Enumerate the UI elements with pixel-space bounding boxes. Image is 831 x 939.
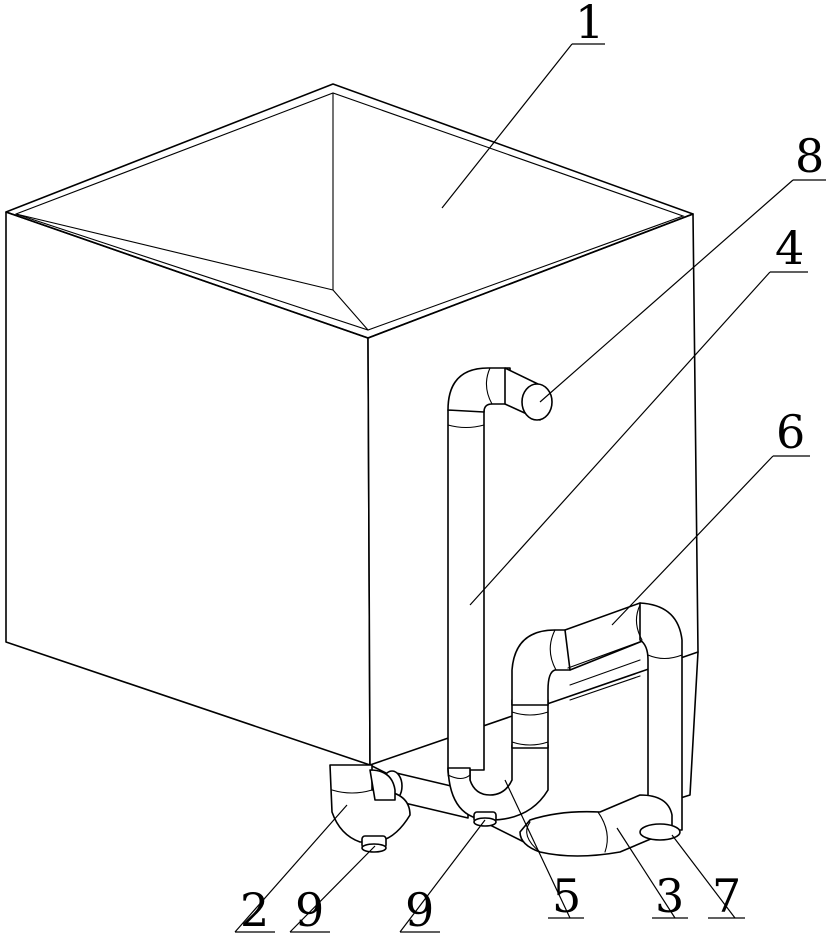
callout-labels: 1 8 4 6 2 9 9 5 3 7 bbox=[240, 0, 824, 937]
tank-front-face bbox=[5, 211, 371, 766]
tank-rim-inner bbox=[15, 92, 685, 331]
bottom-bend-pipe bbox=[519, 794, 673, 857]
callout-1: 1 bbox=[575, 0, 604, 49]
leader-8 bbox=[539, 179, 794, 403]
leader-lines bbox=[234, 43, 826, 933]
outlet-cap bbox=[521, 383, 553, 421]
leader-6 bbox=[611, 455, 774, 626]
upper-loop-pipe bbox=[564, 602, 683, 831]
leader-5 bbox=[504, 779, 571, 919]
callout-6: 6 bbox=[776, 405, 805, 459]
callout-4: 4 bbox=[775, 221, 804, 275]
callout-2: 2 bbox=[240, 883, 269, 937]
callout-9-left: 9 bbox=[295, 883, 324, 937]
tank-body bbox=[5, 83, 699, 846]
leader-2 bbox=[234, 804, 348, 933]
callout-7: 7 bbox=[712, 869, 741, 923]
drain-cap-right bbox=[473, 811, 497, 827]
left-drain-cap bbox=[361, 835, 387, 853]
callout-5: 5 bbox=[552, 869, 581, 923]
corner-pipe-end bbox=[639, 823, 681, 841]
callout-8: 8 bbox=[795, 129, 824, 183]
callout-9-right: 9 bbox=[405, 883, 434, 937]
callout-3: 3 bbox=[655, 869, 684, 923]
leader-1 bbox=[441, 43, 573, 209]
tank-top-rim bbox=[5, 83, 694, 339]
left-elbow-pipe bbox=[329, 764, 411, 843]
leader-4 bbox=[469, 271, 771, 606]
leader-9-right bbox=[399, 819, 486, 933]
leader-3 bbox=[616, 827, 676, 919]
u-bend-pipe bbox=[447, 629, 571, 821]
leader-7 bbox=[671, 834, 736, 919]
leader-9-left bbox=[289, 845, 376, 933]
